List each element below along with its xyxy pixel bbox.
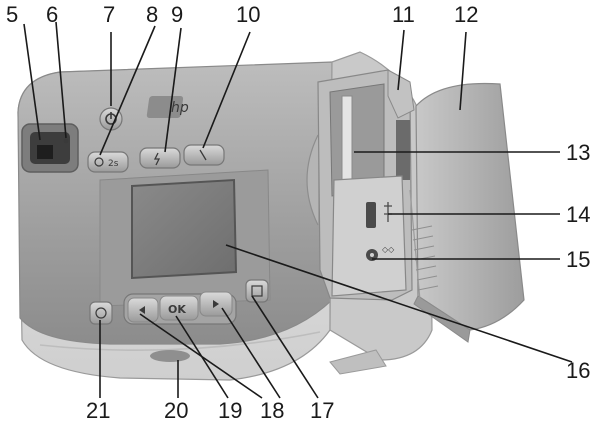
ok-button: OK: [159, 295, 199, 321]
connector-panel: ◇◇: [331, 175, 407, 297]
review-button: [89, 301, 113, 325]
tripod-mount: [150, 350, 190, 362]
callout-8: 8: [146, 2, 158, 27]
callout-7: 7: [103, 2, 115, 27]
power-button: [99, 107, 123, 131]
usb-port: [366, 202, 376, 228]
callout-12: 12: [454, 2, 478, 27]
timer-delay-button: 2s: [87, 151, 129, 173]
left-arrow-button: [127, 297, 159, 323]
mode-button: [183, 144, 225, 166]
svg-text:2s: 2s: [108, 159, 119, 169]
door-latch: [387, 69, 415, 119]
delete-button: [245, 279, 269, 303]
callout-20: 20: [164, 398, 188, 423]
callout-11: 11: [392, 2, 415, 27]
callout-15: 15: [566, 247, 590, 272]
svg-text:OK: OK: [168, 303, 186, 316]
callout-5: 5: [6, 2, 18, 27]
callout-13: 13: [566, 140, 590, 165]
bottom-foot: [329, 349, 387, 375]
hp-logo: hp: [146, 96, 189, 118]
callout-17: 17: [310, 398, 334, 423]
viewfinder-led: [63, 138, 69, 144]
door-hinge: [396, 120, 410, 180]
leader-lines: [23, 21, 573, 399]
callout-6: 6: [46, 2, 58, 27]
callout-16: 16: [566, 358, 590, 383]
svg-text:hp: hp: [171, 100, 189, 116]
lcd-screen: [131, 178, 238, 280]
flash-button: [139, 147, 181, 169]
viewfinder: [21, 123, 79, 173]
memory-card-door: [409, 82, 525, 343]
callout-21: 21: [86, 398, 110, 423]
callout-19: 19: [218, 398, 242, 423]
callout-18: 18: [260, 398, 284, 423]
callout-14: 14: [566, 202, 590, 227]
callout-9: 9: [171, 2, 183, 27]
callout-10: 10: [236, 2, 260, 27]
power-adapter-icon: ◇◇: [382, 245, 395, 254]
right-arrow-button: [199, 291, 233, 317]
callout-labels: 5 6 7 8 9 10 11 12 13 14 15 16 17 18 19 …: [6, 2, 590, 423]
